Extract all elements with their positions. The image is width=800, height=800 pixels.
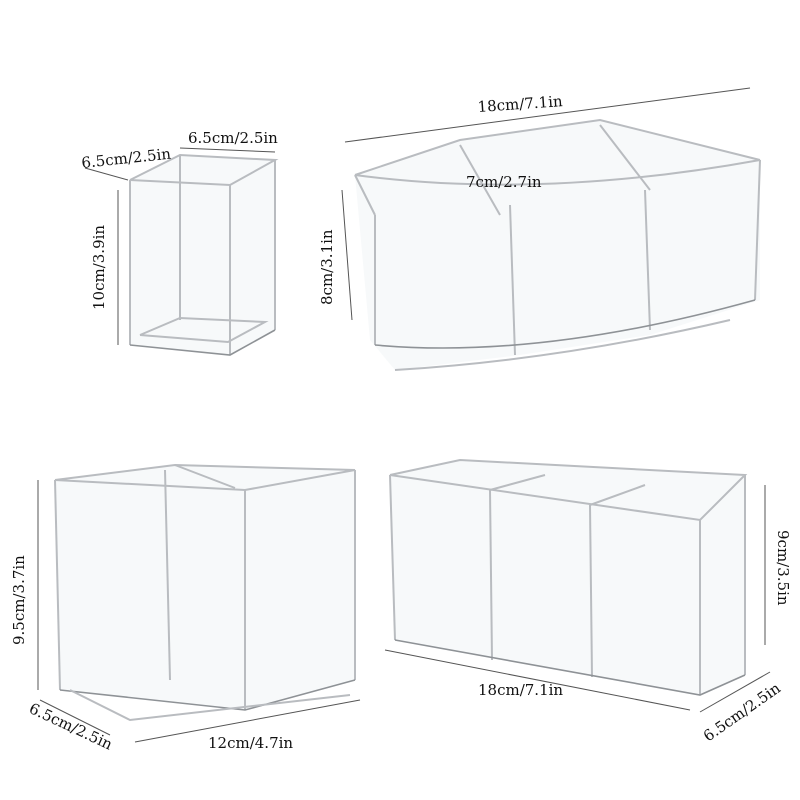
two-slot-depth-label: 6.5cm/2.5in <box>26 699 115 753</box>
single-holder <box>84 147 279 356</box>
three-slot-holder <box>384 458 771 713</box>
curved-divider-label: 7cm/2.7in <box>466 173 542 191</box>
two-slot-length-label: 12cm/4.7in <box>208 734 293 752</box>
single-height-label: 10cm/3.9in <box>90 225 108 310</box>
two-slot-holder <box>37 463 361 743</box>
two-slot-height-label: 9.5cm/3.7in <box>10 555 28 645</box>
curved-length-label: 18cm/7.1in <box>477 92 563 116</box>
single-depth-label: 6.5cm/2.5in <box>188 129 278 147</box>
curved-three-slot <box>341 87 761 371</box>
three-slot-length-label: 18cm/7.1in <box>478 681 563 699</box>
three-slot-height-label: 9cm/3.5in <box>774 530 792 606</box>
curved-height-label: 8cm/3.1in <box>318 229 336 305</box>
